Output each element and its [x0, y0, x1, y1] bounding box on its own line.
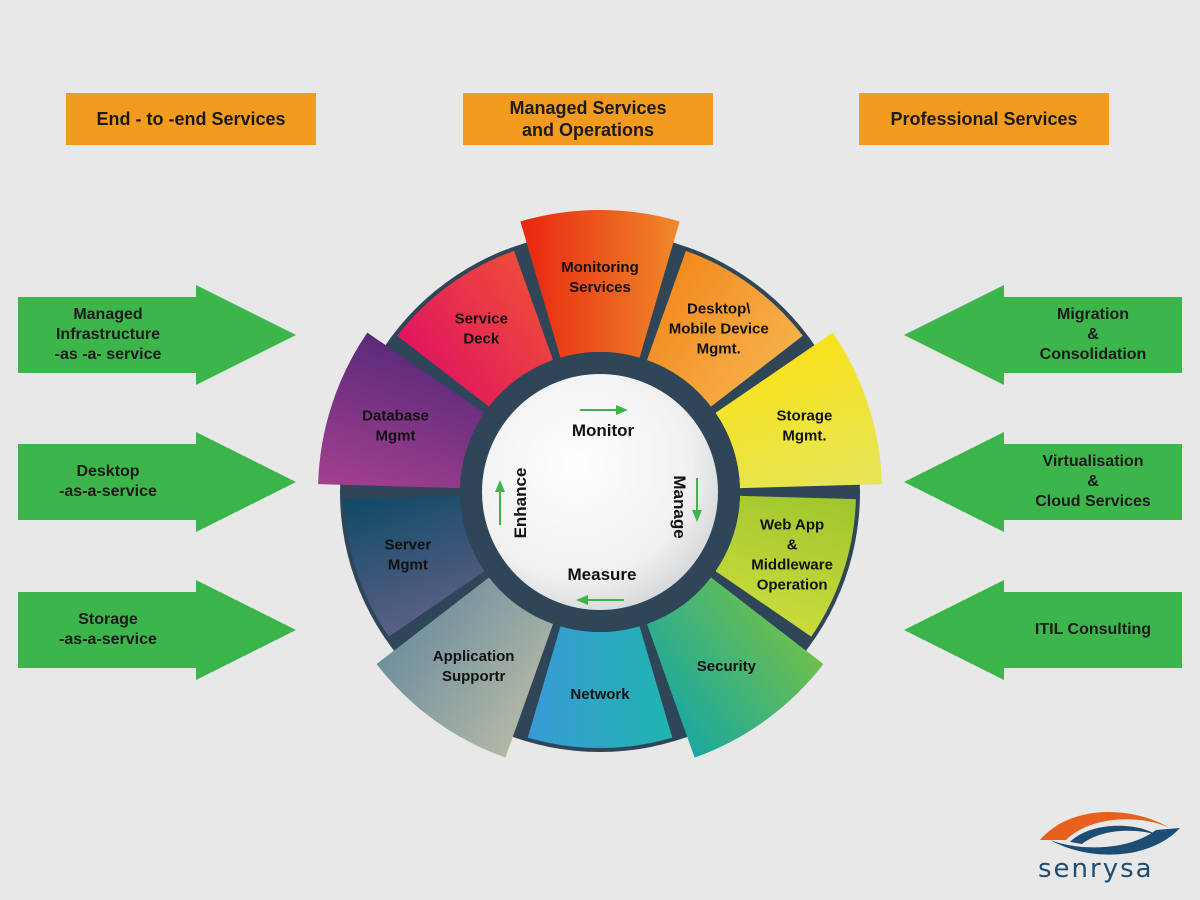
header-professional-services: Professional Services — [859, 93, 1109, 145]
cycle-enhance-label: Enhance — [511, 468, 530, 539]
arrow-storage-as-a-service: Storage -as-a-service — [18, 580, 296, 680]
arrow-label: Storage -as-a-service — [59, 611, 157, 648]
arrow-label: Desktop -as-a-service — [59, 463, 157, 500]
cycle-arrow-down-icon — [692, 478, 702, 522]
arrow-label: Migration & Consolidation — [1039, 306, 1147, 363]
cycle-manage-label: Manage — [670, 475, 689, 538]
wheel-segment — [646, 577, 824, 758]
wheel-segment — [318, 332, 485, 489]
arrow-left-shape — [904, 432, 1182, 532]
wheel-segment — [520, 210, 680, 358]
cycle-arrow-left-icon — [576, 595, 624, 605]
cycle-arrow-right-icon — [580, 405, 628, 415]
arrow-itil-consulting: ITIL Consulting — [904, 580, 1182, 680]
senrysa-logo: senrysa — [1030, 800, 1190, 890]
wheel-segment — [376, 577, 554, 758]
cycle-monitor-label: Monitor — [572, 421, 635, 440]
center-disc — [482, 374, 718, 610]
arrow-label: ITIL Consulting — [1034, 621, 1152, 638]
cycle-measure-label: Measure — [568, 565, 637, 584]
wheel-segment — [715, 332, 882, 489]
header-end-to-end-services: End - to -end Services — [66, 93, 316, 145]
senrysa-swoosh-icon — [1040, 812, 1180, 855]
arrow-migration-consolidation: Migration & Consolidation — [904, 285, 1182, 385]
wheel-segment — [646, 250, 803, 407]
logo-text: senrysa — [1038, 854, 1154, 884]
arrow-right-shape — [18, 580, 296, 680]
wheel-segment — [715, 495, 856, 637]
arrow-label: Managed Infrastructure -as -a- service — [54, 306, 162, 363]
wheel-segment — [344, 495, 485, 637]
header-managed-services-operations: Managed Services and Operations — [463, 93, 713, 145]
wheel-segment-label: Security — [697, 658, 757, 675]
wheel-segment-label: Network — [570, 686, 630, 703]
arrow-right-shape — [18, 285, 296, 385]
arrow-label: Virtualisation & Cloud Services — [1035, 453, 1151, 510]
arrow-left-shape — [904, 285, 1182, 385]
wheel-segment — [397, 250, 554, 407]
arrow-desktop-as-a-service: Desktop -as-a-service — [18, 432, 296, 532]
arrow-managed-infrastructure: Managed Infrastructure -as -a- service — [18, 285, 296, 385]
wheel-segment — [527, 626, 673, 748]
cycle-arrow-up-icon — [495, 480, 505, 525]
arrow-left-shape — [904, 580, 1182, 680]
arrow-virtualisation-cloud: Virtualisation & Cloud Services — [904, 432, 1182, 532]
arrow-right-shape — [18, 432, 296, 532]
